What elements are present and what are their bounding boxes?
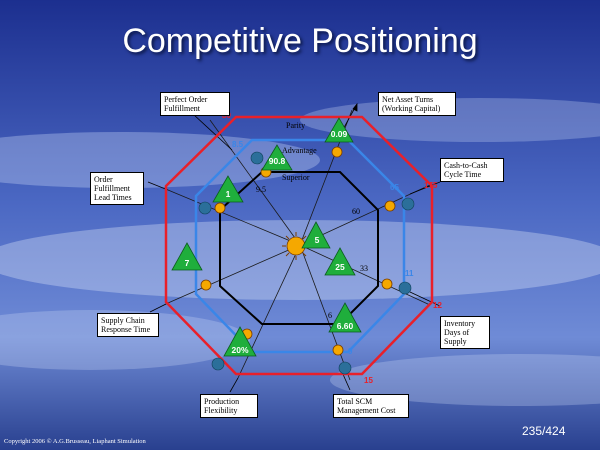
blue-dot	[211, 357, 225, 371]
blue-ring	[194, 138, 406, 354]
blue-dot	[398, 281, 412, 295]
triangle-marker	[261, 144, 293, 171]
axis-label-cash-to-cash: Cash-to-Cash Cycle Time	[440, 158, 504, 182]
sun-icon	[214, 202, 226, 214]
level-label-superior: Superior	[282, 173, 310, 182]
triangle-marker	[223, 326, 257, 357]
blue-dot	[338, 361, 352, 375]
company-value: 90.8	[269, 156, 286, 166]
company-value: 1	[226, 189, 231, 199]
spoke	[209, 119, 301, 246]
sun-icon	[200, 279, 212, 291]
arrowhead	[352, 102, 358, 112]
red-ring-value: 12	[433, 301, 442, 310]
blue-ring-value: 11	[405, 269, 414, 278]
axis-label-total-scm: Total SCM Management Cost	[333, 394, 409, 418]
sun-icon	[381, 278, 393, 290]
black-ring-value: 6	[328, 311, 332, 320]
triangle-marker	[171, 242, 203, 271]
axis-label-supply-chain-response: Supply Chain Response Time	[97, 313, 159, 337]
axis-label-inventory-days: Inventory Days of Supply	[440, 316, 490, 349]
blue-dot	[250, 151, 264, 165]
red-ring-value: 15	[364, 376, 373, 385]
blue-ring-value: 9	[348, 347, 353, 356]
red-ring-value: 175	[424, 181, 438, 190]
page-title: Competitive Positioning	[122, 22, 478, 60]
triangle-marker	[324, 247, 356, 276]
red-ring	[164, 115, 434, 376]
spoke	[167, 189, 301, 246]
black-ring-value: 9.5	[256, 185, 266, 194]
black-ring-value: 60	[352, 207, 360, 216]
level-label-parity: Parity	[286, 121, 305, 130]
spoke	[299, 244, 431, 306]
company-value: 20%	[231, 345, 248, 355]
triangle-marker	[324, 117, 354, 143]
blue-ring-value: 8.5	[232, 140, 244, 149]
triangle-marker	[328, 302, 362, 333]
company-value: 7	[185, 258, 190, 268]
sun-icon-center	[286, 236, 306, 256]
axis-label-production-flexibility: Production Flexibility	[200, 394, 258, 418]
axis-label-net-asset-turns: Net Asset Turns (Working Capital)	[378, 92, 456, 116]
copyright-footer: Copyright 2006 © A.G.Brusseau, Liaphant …	[4, 438, 146, 445]
company-value: 0.09	[331, 129, 348, 139]
triangle-marker	[212, 175, 244, 203]
page-number: 235/424	[522, 424, 566, 438]
blue-dot	[401, 197, 415, 211]
axis-label-order-fulfillment: Order Fulfillment Lead Times	[90, 172, 144, 205]
company-value: 6.60	[337, 321, 354, 331]
black-ring-value: 33	[360, 264, 368, 273]
spoke	[299, 244, 351, 381]
blue-dot	[198, 201, 212, 215]
axis-label-perfect-order: Perfect Order Fulfillment	[160, 92, 230, 116]
triangle-marker	[301, 221, 331, 249]
company-value: 25	[335, 262, 345, 272]
blue-ring-value: 65	[390, 183, 399, 192]
sun-icon	[331, 146, 343, 158]
level-label-advantage: Advantage	[282, 146, 317, 155]
sun-icon	[384, 200, 396, 212]
company-value: 5	[315, 235, 320, 245]
sun-icon	[332, 344, 344, 356]
spoke	[167, 244, 301, 304]
